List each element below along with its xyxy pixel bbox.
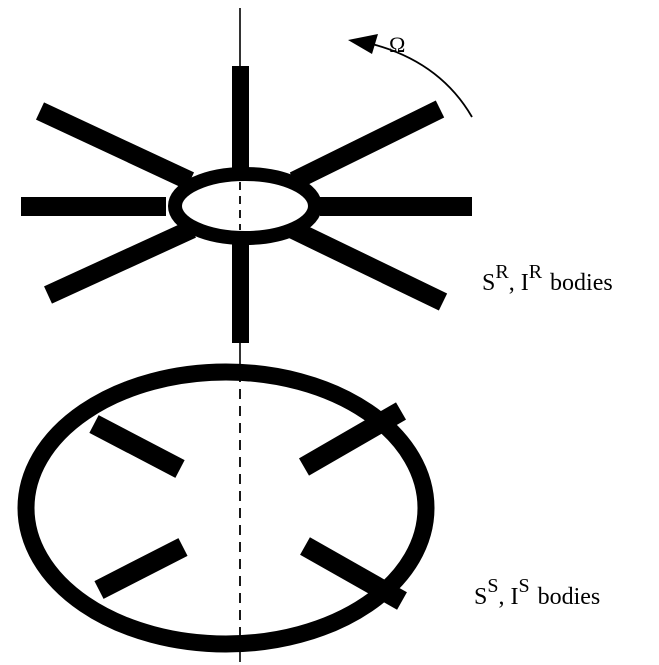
rotor-label-s-sup: R (495, 261, 509, 283)
rotor-blade-right (320, 197, 472, 216)
stator-tooth-upper-left (89, 415, 185, 478)
rotor-blade-top (232, 66, 249, 179)
rotor-hub (168, 167, 322, 245)
rotor-body (21, 66, 472, 343)
stator-label-i: I (510, 584, 518, 610)
stator-ring (17, 363, 435, 653)
stator-label-s-sup: S (487, 575, 498, 597)
omega-symbol: Ω (389, 32, 405, 57)
rotor-label-i: I (521, 270, 529, 296)
rotation-arrow (348, 34, 473, 118)
rotor-blade-lower-left (44, 220, 196, 304)
rotor-blade-upper-right (289, 100, 445, 190)
rotor-label-i-sup: R (529, 261, 543, 283)
stator-label-suffix: bodies (538, 584, 601, 610)
stator-label-separator: , (498, 584, 510, 610)
stator-label-s: S (474, 584, 487, 610)
rotor-blade-upper-left (35, 102, 195, 190)
rotor-label-suffix: bodies (550, 270, 613, 296)
rotor-label-s: S (482, 270, 495, 296)
rotor-blade-left (21, 197, 166, 216)
rotation-arrowhead (348, 34, 378, 54)
stator-label-i-sup: S (518, 575, 529, 597)
stator-body (17, 363, 435, 653)
rotor-blade-lower-right (287, 220, 448, 311)
stator-tooth-lower-right (300, 537, 407, 610)
rotation-arc (371, 43, 473, 118)
rotor-label-separator: , (509, 270, 521, 296)
stator-tooth-lower-left (94, 538, 188, 599)
stator-tooth-upper-right (299, 402, 406, 476)
rotor-blade-bottom (232, 233, 249, 343)
